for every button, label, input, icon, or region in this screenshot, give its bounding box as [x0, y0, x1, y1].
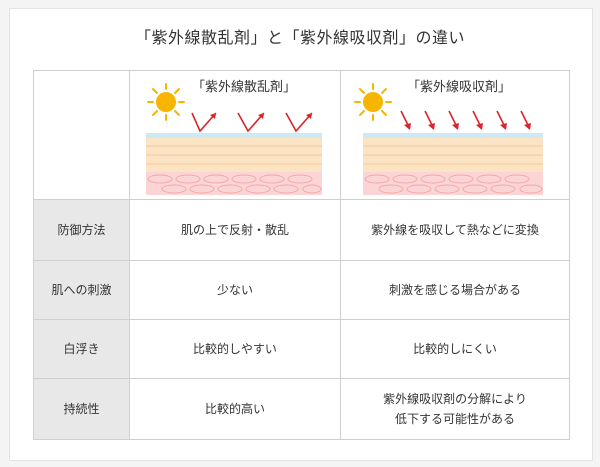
absorb-cell: 刺激を感じる場合がある: [340, 260, 570, 320]
comparison-table: 「紫外線散乱剤」: [33, 70, 570, 440]
scatter-cell: 比較的高い: [129, 378, 341, 440]
scatter-cell: 少ない: [129, 260, 341, 320]
sun-icon: [354, 83, 392, 121]
absorb-arrows: [400, 110, 530, 128]
row-label: 防御方法: [33, 199, 130, 261]
illustration-row: 「紫外線散乱剤」: [33, 70, 570, 200]
absorb-diagram: [354, 83, 543, 195]
scatter-diagram: [146, 83, 322, 195]
table-row: 白浮き 比較的しやすい 比較的しにくい: [33, 319, 570, 379]
absorb-caption: 「紫外線吸収剤」: [407, 80, 512, 95]
scatter-illustration-cell: 「紫外線散乱剤」: [129, 70, 341, 200]
scatter-cell: 比較的しやすい: [129, 319, 341, 379]
scatter-caption: 「紫外線散乱剤」: [192, 80, 297, 95]
absorb-line-1: 紫外線吸収剤の分解により: [383, 392, 527, 406]
scatter-cell: 肌の上で反射・散乱: [129, 199, 341, 261]
absorb-line-2: 低下する可能性がある: [394, 412, 515, 426]
row-label: 肌への刺激: [33, 260, 130, 320]
row-label: 持続性: [33, 378, 130, 440]
absorb-cell: 紫外線吸収剤の分解により 低下する可能性がある: [340, 378, 570, 440]
absorb-illustration: 「紫外線吸収剤」: [341, 71, 569, 199]
reflect-arrows: [191, 112, 313, 133]
corner-cell: [33, 70, 130, 200]
row-label: 白浮き: [33, 319, 130, 379]
absorb-illustration-cell: 「紫外線吸収剤」: [340, 70, 570, 200]
table-row: 肌への刺激 少ない 刺激を感じる場合がある: [33, 260, 570, 320]
table-row: 持続性 比較的高い 紫外線吸収剤の分解により 低下する可能性がある: [33, 378, 570, 440]
page-title: 「紫外線散乱剤」と「紫外線吸収剤」の違い: [134, 28, 465, 47]
scatter-illustration: 「紫外線散乱剤」: [130, 71, 340, 199]
sun-icon: [147, 83, 185, 121]
absorb-cell: 紫外線を吸収して熱などに変換: [340, 199, 570, 261]
skin-layers: [363, 133, 543, 195]
skin-layers: [146, 133, 322, 195]
absorb-cell: 比較的しにくい: [340, 319, 570, 379]
table-row: 防御方法 肌の上で反射・散乱 紫外線を吸収して熱などに変換: [33, 199, 570, 261]
